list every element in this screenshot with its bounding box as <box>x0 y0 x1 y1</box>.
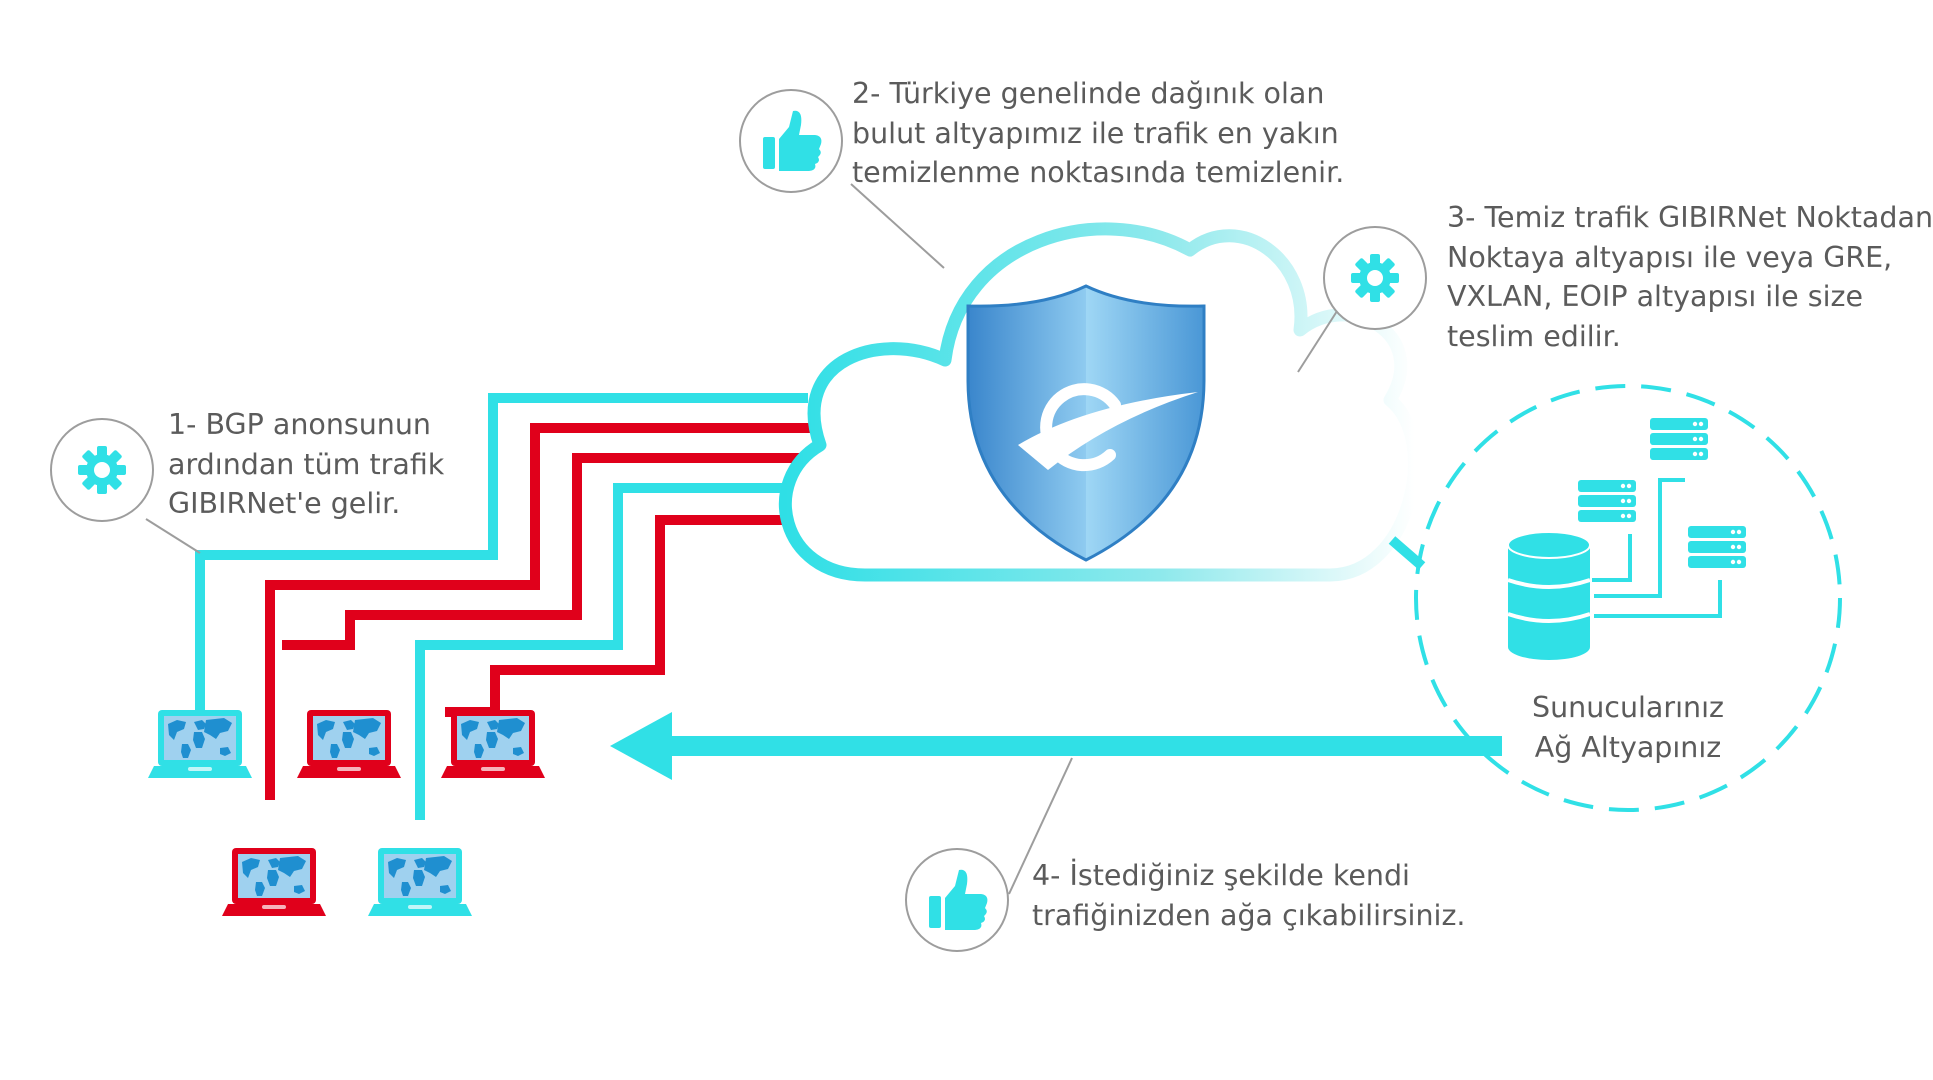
step-1-line-1: 1- BGP anonsunun <box>168 408 431 441</box>
servers-label-line-1: Sunucularınız <box>1532 691 1724 724</box>
callout-connectors <box>145 183 1340 895</box>
step-3-gear-icon <box>1323 226 1427 330</box>
laptop-attack-1 <box>297 710 401 778</box>
return-traffic-arrow <box>610 712 1502 780</box>
step-1-line-2: ardından tüm trafik <box>168 447 445 481</box>
server-cluster-icon <box>1507 418 1746 660</box>
attack-line-2 <box>282 453 808 650</box>
step-1-callout: 1- BGP anonsunun ardından tüm trafik GIB… <box>168 405 444 524</box>
laptop-clean-1 <box>148 710 252 778</box>
gibirnet-logo-icon <box>1018 383 1198 472</box>
servers-label: Sunucularınız Ağ Altyapınız <box>1508 688 1748 767</box>
laptop-clean-2 <box>368 848 472 916</box>
clean-line-1 <box>195 393 808 712</box>
step-4-line-2: trafiğinizden ağa çıkabilirsiniz. <box>1032 898 1466 932</box>
database-icon <box>1507 531 1591 660</box>
clean-delivery-line <box>1388 536 1426 570</box>
step-3-line-1: 3- Temiz trafik GIBIRNet Noktadan <box>1447 201 1933 234</box>
server-boundary <box>1414 384 1842 812</box>
step-3-line-2: Noktaya altyapısı ile veya GRE, <box>1447 240 1893 274</box>
step-3-callout: 3- Temiz trafik GIBIRNet Noktadan Noktay… <box>1447 198 1933 356</box>
servers-label-line-2: Ağ Altyapınız <box>1534 730 1722 764</box>
attack-line-1 <box>265 423 812 800</box>
step-2-line-2: bulut altyapımız ile trafik en yakın <box>852 116 1339 150</box>
clean-line-2 <box>415 483 818 820</box>
step-3-line-3: VXLAN, EOIP altyapısı ile size <box>1447 280 1863 313</box>
laptop-attack-3 <box>222 848 326 916</box>
laptop-attack-2 <box>441 710 545 778</box>
step-1-line-3: GIBIRNet'e gelir. <box>168 487 401 520</box>
step-4-thumbs-up-icon <box>905 848 1009 952</box>
step-4-callout: 4- İstediğiniz şekilde kendi trafiğinizd… <box>1032 856 1465 935</box>
step-4-line-1: 4- İstediğiniz şekilde kendi <box>1032 859 1410 892</box>
step-2-line-1: 2- Türkiye genelinde dağınık olan <box>852 77 1325 110</box>
step-3-line-4: teslim edilir. <box>1447 319 1621 353</box>
protection-shield <box>966 284 1206 562</box>
step-2-thumbs-up-icon <box>739 89 843 193</box>
step-2-line-3: temizlenme noktasında temizlenir. <box>852 156 1345 189</box>
step-2-callout: 2- Türkiye genelinde dağınık olan bulut … <box>852 74 1344 193</box>
step-1-gear-icon <box>50 418 154 522</box>
